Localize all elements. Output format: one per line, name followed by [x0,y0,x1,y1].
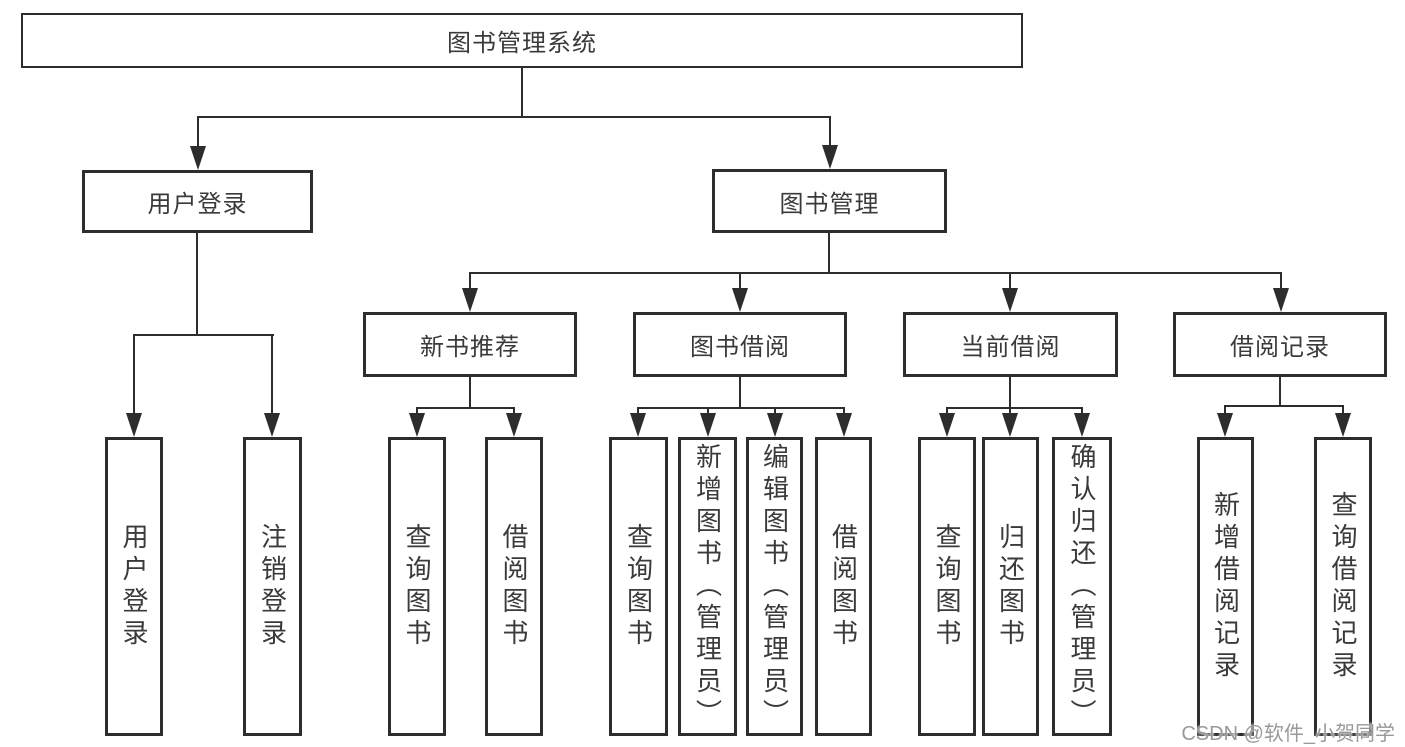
connector-line [133,334,135,415]
connector-line [521,68,523,118]
leaf-add-books-admin: 新增图书（管理员） [678,437,737,736]
connector-line [133,334,274,336]
leaf-query-books-current: 查询图书 [918,437,976,736]
node-user-login: 用户登录 [82,170,313,233]
leaf-return-books: 归还图书 [982,437,1039,736]
leaf-return-books-label: 归还图书 [995,522,1026,651]
connector-line [197,116,199,148]
node-book-borrowing: 图书借阅 [633,312,847,377]
connector-line [1280,272,1282,290]
root-node: 图书管理系统 [21,13,1023,68]
watermark: CSDN @软件_小贺同学 [1181,723,1395,745]
arrowhead-down-icon [1217,413,1233,437]
connector-line [843,407,845,415]
leaf-edit-books-admin-label: 编辑图书（管理员） [759,442,790,731]
connector-line [637,407,639,415]
node-borrowing-records-label: 借阅记录 [1230,334,1330,361]
connector-line [196,233,198,336]
arrowhead-down-icon [506,413,522,437]
leaf-query-books-recommend-label: 查询图书 [402,522,432,651]
connector-line [946,407,1083,409]
node-new-book-recommendation: 新书推荐 [363,312,577,377]
root-node-label: 图书管理系统 [447,30,597,57]
arrowhead-down-icon [732,288,748,312]
arrowhead-down-icon [822,145,838,169]
leaf-confirm-return-admin: 确认归还（管理员） [1052,437,1112,736]
leaf-borrow-books-borrowing-label: 借阅图书 [828,522,859,651]
arrowhead-down-icon [700,413,716,437]
connector-line [1279,377,1281,407]
node-current-borrowing-label: 当前借阅 [960,334,1061,361]
arrowhead-down-icon [1002,288,1018,312]
leaf-query-borrow-record-label: 查询借阅记录 [1328,490,1358,683]
connector-line [828,233,830,274]
node-book-borrowing-label: 图书借阅 [690,334,790,361]
leaf-borrow-books-recommend-label: 借阅图书 [499,522,529,651]
arrowhead-down-icon [767,413,783,437]
connector-line [829,116,831,147]
leaf-edit-books-admin: 编辑图书（管理员） [746,437,803,736]
connector-line [637,407,845,409]
arrowhead-down-icon [409,413,425,437]
connector-line [707,407,709,415]
leaf-add-borrow-record: 新增借阅记录 [1197,437,1254,736]
connector-line [416,407,418,415]
node-user-login-label: 用户登录 [147,191,248,218]
connector-line [469,272,1282,274]
node-borrowing-records: 借阅记录 [1173,312,1387,377]
leaf-add-borrow-record-label: 新增借阅记录 [1210,490,1241,683]
leaf-query-books-borrowing-label: 查询图书 [623,522,654,651]
arrowhead-down-icon [264,413,280,437]
connector-line [416,407,515,409]
arrowhead-down-icon [126,413,142,437]
leaf-borrow-books-borrowing: 借阅图书 [815,437,872,736]
arrowhead-down-icon [939,413,955,437]
connector-line [271,334,273,415]
connector-line [1009,377,1011,409]
leaf-query-borrow-record: 查询借阅记录 [1314,437,1372,736]
connector-line [197,116,831,118]
leaf-logout-label: 注销登录 [257,522,288,651]
leaf-logout: 注销登录 [243,437,302,736]
connector-line [739,272,741,290]
leaf-confirm-return-admin-label: 确认归还（管理员） [1067,442,1097,731]
arrowhead-down-icon [462,288,478,312]
arrowhead-down-icon [836,413,852,437]
connector-line [946,407,948,415]
connector-line [774,407,776,415]
connector-line [1081,407,1083,415]
connector-line [739,377,741,409]
connector-line [513,407,515,415]
connector-line [469,377,471,409]
node-book-management: 图书管理 [712,169,947,233]
arrowhead-down-icon [1002,413,1018,437]
leaf-user-login-label: 用户登录 [119,522,149,651]
arrowhead-down-icon [630,413,646,437]
connector-line [1009,272,1011,290]
node-current-borrowing: 当前借阅 [903,312,1118,377]
connector-line [469,272,471,290]
leaf-borrow-books-recommend: 借阅图书 [485,437,543,736]
arrowhead-down-icon [1074,413,1090,437]
node-book-management-label: 图书管理 [779,190,880,218]
connector-line [1224,405,1344,407]
node-new-book-recommendation-label: 新书推荐 [420,334,520,361]
leaf-user-login: 用户登录 [105,437,163,736]
arrowhead-down-icon [190,146,206,170]
connector-line [1009,407,1011,415]
connector-line [1342,405,1344,415]
leaf-query-books-current-label: 查询图书 [932,522,962,651]
connector-line [1224,405,1226,415]
leaf-add-books-admin-label: 新增图书（管理员） [692,442,723,731]
leaf-query-books-recommend: 查询图书 [388,437,446,736]
leaf-query-books-borrowing: 查询图书 [609,437,668,736]
arrowhead-down-icon [1335,413,1351,437]
arrowhead-down-icon [1273,288,1289,312]
